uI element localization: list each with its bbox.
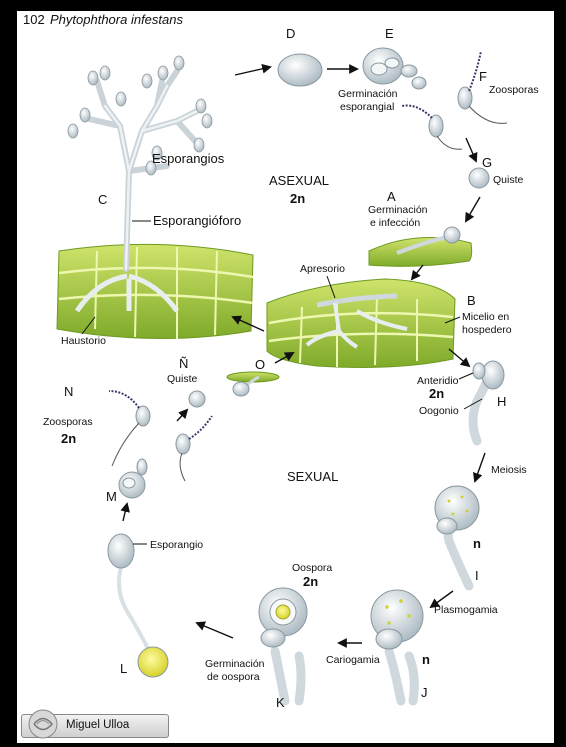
stage-o: O <box>255 357 265 372</box>
sporangium-m <box>119 459 147 498</box>
stage-a: A <box>387 189 396 204</box>
label-germinacion-infeccion-2: e infección <box>370 217 420 229</box>
label-germinacion-esporangial-2: esporangial <box>340 101 394 113</box>
plasmogamy-j <box>371 590 423 701</box>
label-zoosporas-f: Zoosporas <box>489 84 539 96</box>
label-germinacion-infeccion-1: Germinación <box>368 204 428 216</box>
host-tissue-b <box>267 279 455 367</box>
life-cycle-diagram: 102 Phytophthora infestans Esporangios E… <box>17 11 554 743</box>
oospora-ploidy: 2n <box>303 574 318 589</box>
label-meiosis: Meiosis <box>491 464 527 476</box>
asexual-ploidy: 2n <box>290 191 305 206</box>
stage-c: C <box>98 192 107 207</box>
stage-f: F <box>479 69 487 84</box>
label-esporangioforo: Esporangióforo <box>153 213 241 228</box>
i-ploidy: n <box>473 536 481 551</box>
germinated-oospore-l <box>108 534 168 677</box>
host-tissue-left <box>57 244 253 339</box>
author-name: Miguel Ulloa <box>66 719 129 731</box>
label-asexual: ASEXUAL <box>269 173 329 188</box>
label-haustorio: Haustorio <box>61 335 106 347</box>
stage-h: H <box>497 394 506 409</box>
label-micelio-2: hospedero <box>462 324 512 336</box>
label-germinacion-oospora-1: Germinación <box>205 658 265 670</box>
label-zoosporas-n: Zoosporas <box>43 416 93 428</box>
stage-l: L <box>120 661 127 676</box>
label-germinacion-oospora-2: de oospora <box>207 671 260 683</box>
germinating-cyst-o <box>227 372 279 396</box>
label-quiste-g: Quiste <box>493 174 524 186</box>
h-ploidy: 2n <box>429 386 444 401</box>
stage-d: D <box>286 26 295 41</box>
label-apresorio: Apresorio <box>300 263 345 275</box>
leaf-surface-a <box>369 227 472 266</box>
stage-k: K <box>276 695 285 710</box>
label-micelio-1: Micelio en <box>462 311 509 323</box>
label-oospora: Oospora <box>292 562 332 574</box>
author-logo-icon <box>26 707 60 741</box>
cyst-n-tilde <box>189 391 205 407</box>
stage-j: J <box>421 685 428 700</box>
label-plasmogamia: Plasmogamia <box>434 604 498 616</box>
label-esporangios: Esporangios <box>152 151 225 166</box>
j-ploidy: n <box>422 652 430 667</box>
diagram-frame: 102 Phytophthora infestans Esporangios E… <box>17 11 554 743</box>
n-ploidy: 2n <box>61 431 76 446</box>
author-credit-badge: Miguel Ulloa <box>21 714 169 738</box>
stage-m: M <box>106 489 117 504</box>
oospore-k <box>259 588 307 701</box>
label-quiste-n: Quiste <box>167 373 198 385</box>
species-name: Phytophthora infestans <box>50 12 183 27</box>
label-germinacion-esporangial-1: Germinación <box>338 88 398 100</box>
zoospores-f <box>402 51 507 149</box>
stage-e: E <box>385 26 394 41</box>
label-esporangio: Esporangio <box>150 539 203 551</box>
page-number: 102 <box>23 12 45 27</box>
stage-b: B <box>467 293 476 308</box>
cyst-g <box>469 168 489 188</box>
label-sexual: SEXUAL <box>287 469 338 484</box>
label-cariogamia: Cariogamia <box>326 654 380 666</box>
stage-n-tilde: Ñ <box>179 356 188 371</box>
label-oogonio: Oogonio <box>419 405 459 417</box>
sporangium-d <box>278 54 322 86</box>
germinating-sporangium-e <box>363 48 426 89</box>
stage-g: G <box>482 155 492 170</box>
stage-n: N <box>64 384 73 399</box>
stage-i: I <box>475 568 479 583</box>
